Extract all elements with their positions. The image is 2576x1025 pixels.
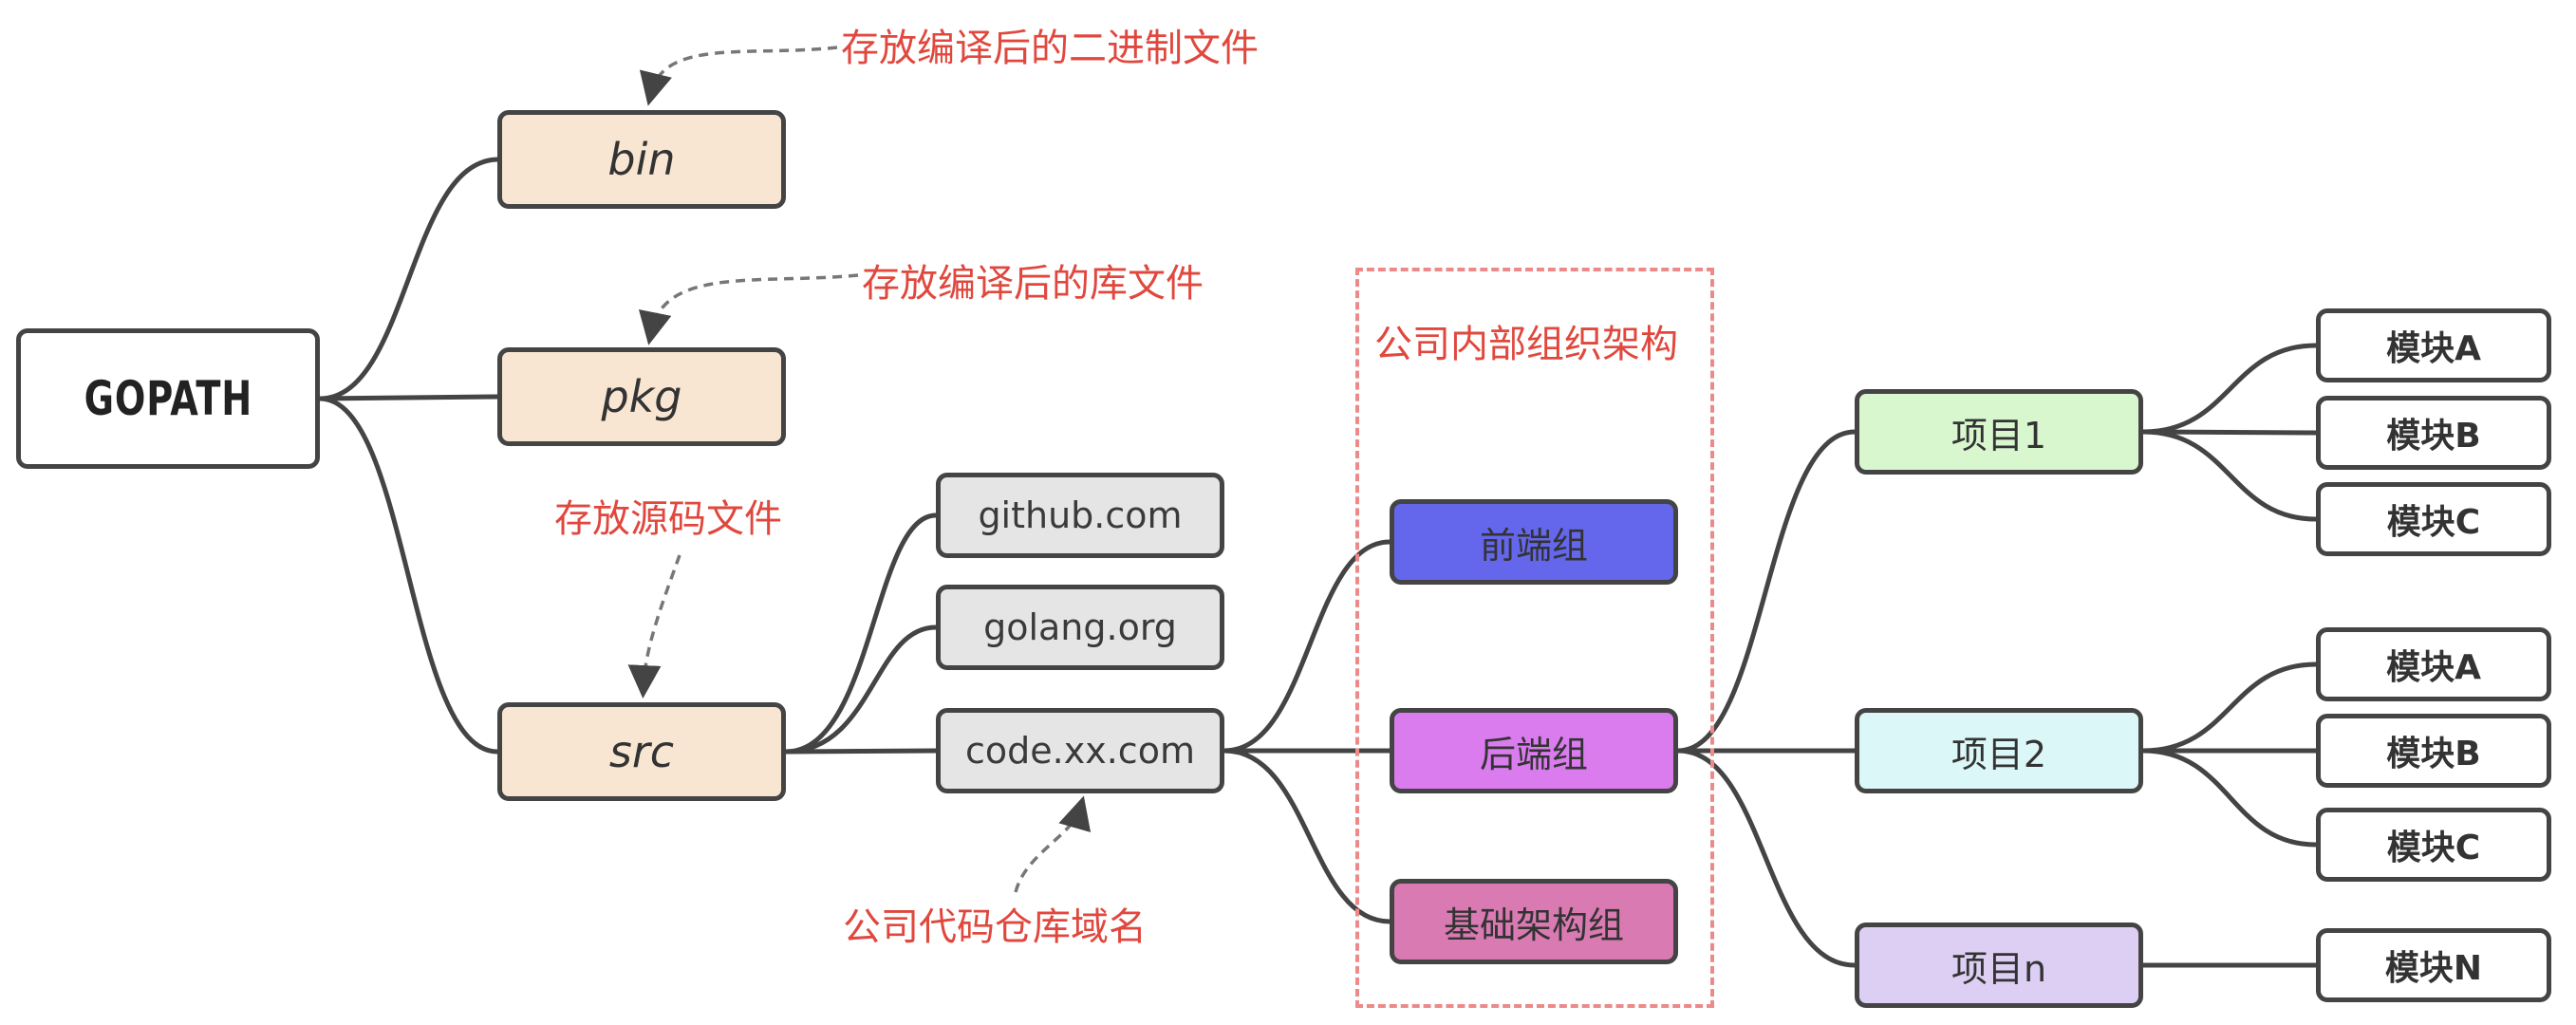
edge-be-pn [1675,748,1857,968]
edge-p2-m2a [2140,662,2319,754]
module-node[interactable]: 模块A [2316,308,2551,382]
note-src: 存放源码文件 [554,497,782,541]
edge-root-src [317,396,500,755]
edge-code-fe [1222,539,1392,754]
gopath-root-label: GOPATH [84,371,252,426]
dir-node-src[interactable]: src [497,702,786,801]
edge-p1-m1b [2140,429,2319,436]
annotation-arrow-code [1014,795,1092,893]
note-bin: 存放编译后的二进制文件 [841,27,1259,70]
team-node-backend[interactable]: 后端组 [1390,708,1678,793]
edge-code-infra [1222,748,1392,924]
module-node[interactable]: 模块B [2316,714,2551,788]
gopath-root-node[interactable]: GOPATH [16,328,320,469]
module-node[interactable]: 模块C [2316,482,2551,556]
domain-node-golang[interactable]: golang.org [936,585,1224,670]
edge-src-golang [783,624,939,755]
edge-root-pkg [317,394,500,401]
project-node-2[interactable]: 项目2 [1855,708,2143,793]
edge-root-bin [317,157,500,401]
domain-node-code[interactable]: code.xx.com [936,708,1224,793]
org-structure-frame [1355,268,1714,1008]
module-node[interactable]: 模块B [2316,396,2551,470]
edge-src-github [783,512,939,755]
module-node[interactable]: 模块C [2316,808,2551,882]
annotation-arrow-pkg [638,273,859,345]
edge-p1-m1c [2140,429,2319,522]
dir-node-bin[interactable]: bin [497,110,786,209]
org-structure-title: 公司内部组织架构 [1374,323,1678,366]
annotation-arrow-bin [639,46,838,106]
project-node-1[interactable]: 项目1 [1855,389,2143,475]
dir-node-pkg[interactable]: pkg [497,347,786,446]
edge-be-p1 [1675,429,1857,754]
team-node-frontend[interactable]: 前端组 [1390,499,1678,585]
note-pkg: 存放编译后的库文件 [862,262,1204,306]
annotation-arrow-src [627,554,681,699]
domain-node-github[interactable]: github.com [936,473,1224,558]
team-node-infra[interactable]: 基础架构组 [1390,879,1678,964]
edge-p2-m2c [2140,748,2319,848]
module-node[interactable]: 模块A [2316,627,2551,701]
edge-p1-m1a [2140,343,2319,435]
edge-src-code [783,748,939,755]
project-node-n[interactable]: 项目n [1855,922,2143,1008]
note-code-domain: 公司代码仓库域名 [843,905,1147,949]
module-node[interactable]: 模块N [2316,928,2551,1002]
